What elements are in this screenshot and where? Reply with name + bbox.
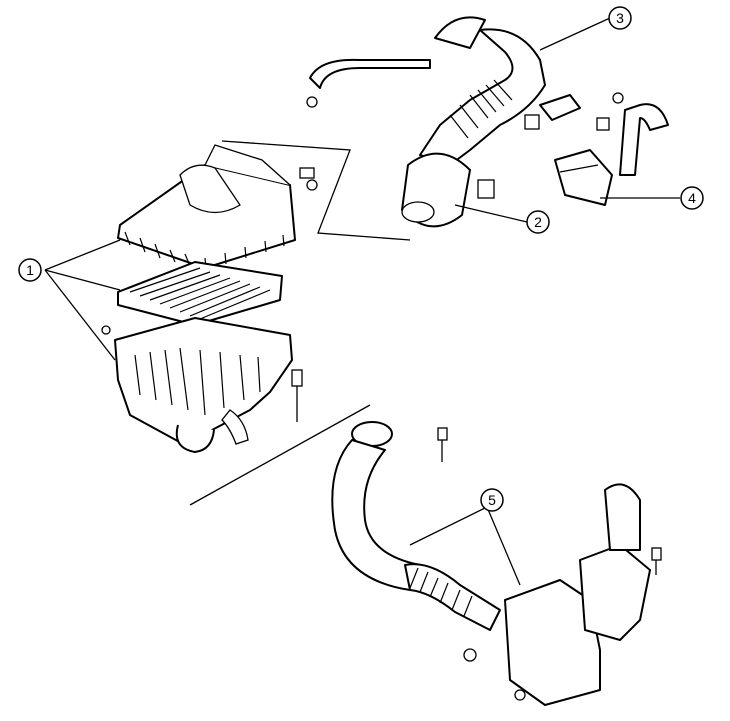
callout-1: 1 <box>18 258 42 282</box>
callout-5-label: 5 <box>488 492 496 508</box>
lower-intake-duct <box>331 421 662 706</box>
assembly-bracket-line <box>221 140 411 241</box>
intake-duct-assembly <box>306 16 669 228</box>
air-cleaner-cover <box>117 144 315 269</box>
callout-2-label: 2 <box>534 214 542 230</box>
callout-3-label: 3 <box>616 10 624 26</box>
callout-4: 4 <box>680 186 704 210</box>
air-cleaner-lower-case <box>101 317 293 453</box>
air-filter-element <box>117 261 283 326</box>
leader-lines <box>44 17 680 586</box>
separator-line <box>189 404 371 506</box>
callout-4-label: 4 <box>688 190 696 206</box>
resonator <box>554 149 613 206</box>
callout-5: 5 <box>480 488 504 512</box>
grommet <box>306 179 318 191</box>
callout-2: 2 <box>526 210 550 234</box>
callout-1-label: 1 <box>26 262 34 278</box>
callout-3: 3 <box>608 6 632 30</box>
air-cleaner-assembly <box>101 144 318 453</box>
air-cleaner-bolt <box>291 369 303 422</box>
